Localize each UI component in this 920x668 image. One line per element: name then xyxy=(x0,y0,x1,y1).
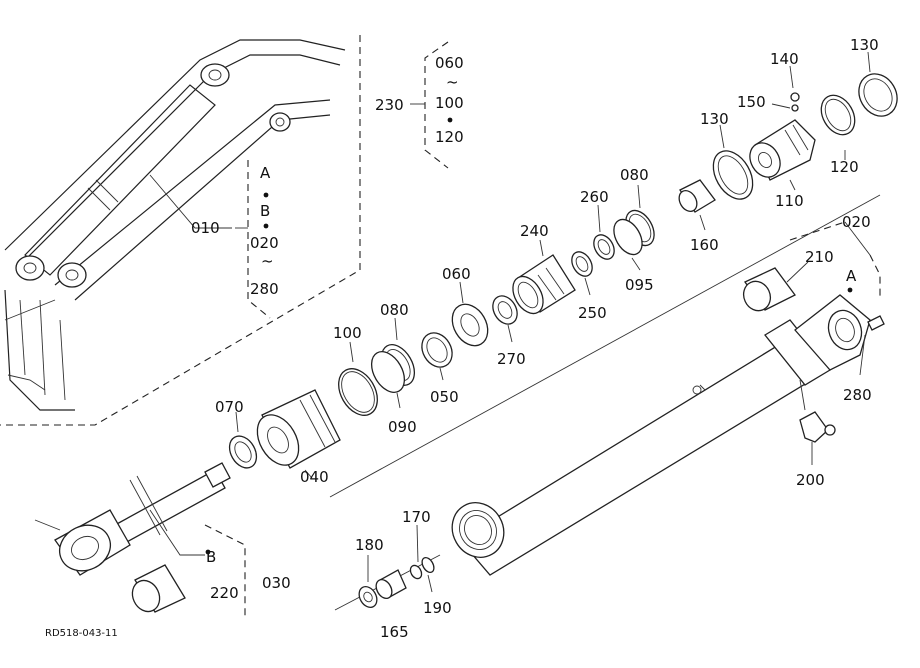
bushing-small xyxy=(375,569,407,599)
label-070: 070 xyxy=(215,398,244,416)
ring-050: 050 xyxy=(421,332,459,406)
bushing-210: 210 xyxy=(742,248,834,312)
rings-080-090: 080 090 xyxy=(370,301,417,436)
dot xyxy=(847,287,853,293)
group-230-mid: 100 xyxy=(435,94,464,112)
bushing-240: 240 xyxy=(512,222,576,315)
bushing-220: 220 030 xyxy=(131,524,291,620)
group-010-bracket: 010 A B 020 ~ 280 xyxy=(191,160,279,319)
label-040: 040 xyxy=(300,468,329,486)
label-050: 050 xyxy=(430,388,459,406)
group-010-tilde: ~ xyxy=(261,252,274,270)
rings-170-190: 170 190 xyxy=(402,508,452,617)
group-230-from: 060 xyxy=(435,54,464,72)
fitting-200: 200 xyxy=(796,379,836,489)
group-230-id: 230 xyxy=(375,96,404,114)
ring-130-right: 130 xyxy=(850,36,898,117)
ring-260: 260 xyxy=(580,188,615,260)
label-170: 170 xyxy=(402,508,431,526)
grease-cap-140-150: 140 150 xyxy=(737,50,800,112)
label-150: 150 xyxy=(737,93,766,111)
label-130-right: 130 xyxy=(850,36,879,54)
reference-code: RD518-043-11 xyxy=(45,628,118,639)
collar-160: 160 xyxy=(678,179,719,254)
label-240: 240 xyxy=(520,222,549,240)
explosion-axis xyxy=(329,194,881,498)
grease-nipple-280: 280 xyxy=(843,315,885,404)
label-260: 260 xyxy=(580,188,609,206)
label-030: 030 xyxy=(262,574,291,592)
label-090: 090 xyxy=(388,418,417,436)
label-210: 210 xyxy=(805,248,834,266)
dot xyxy=(205,549,211,555)
label-130-left: 130 xyxy=(700,110,729,128)
mark-b-rod: B xyxy=(206,548,216,566)
ring-130-left: 130 xyxy=(700,110,754,200)
group-020-bracket: 020 xyxy=(789,213,881,300)
label-120: 120 xyxy=(830,158,859,176)
dot xyxy=(263,223,269,229)
label-200: 200 xyxy=(796,471,825,489)
label-020: 020 xyxy=(842,213,871,231)
group-010-from: 020 xyxy=(250,234,279,252)
label-250: 250 xyxy=(578,304,607,322)
dot xyxy=(447,117,453,123)
ring-270: 270 xyxy=(492,295,526,368)
group-010-to: 280 xyxy=(250,280,279,298)
label-010: 010 xyxy=(191,219,220,237)
label-080-lower: 080 xyxy=(380,301,409,319)
group-230-to: 120 xyxy=(435,128,464,146)
label-165: 165 xyxy=(380,623,409,641)
label-080-upper: 080 xyxy=(620,166,649,184)
label-095: 095 xyxy=(625,276,654,294)
label-060: 060 xyxy=(442,265,471,283)
oring-100: 100 xyxy=(333,324,378,416)
ring-120: 120 xyxy=(820,94,859,176)
mark-a-020: A xyxy=(846,267,857,285)
group-010-a: A xyxy=(260,164,271,182)
piston-110: 110 xyxy=(749,119,816,210)
cylinder-head-040: 040 xyxy=(256,389,341,486)
label-110: 110 xyxy=(775,192,804,210)
label-220: 220 xyxy=(210,584,239,602)
label-190: 190 xyxy=(423,599,452,617)
rings-080-095: 080 095 xyxy=(613,166,655,294)
label-160: 160 xyxy=(690,236,719,254)
washer-180: 180 xyxy=(355,536,384,608)
label-280: 280 xyxy=(843,386,872,404)
piston-rod-030: B xyxy=(34,462,231,576)
label-180: 180 xyxy=(355,536,384,554)
ring-060: 060 xyxy=(442,265,489,347)
group-230-tilde: ~ xyxy=(446,73,459,91)
label-100: 100 xyxy=(333,324,362,342)
label-270: 270 xyxy=(497,350,526,368)
dot xyxy=(263,192,269,198)
boom-assembly-illustration xyxy=(0,35,361,426)
cylinder-tube-020 xyxy=(451,294,871,576)
label-140: 140 xyxy=(770,50,799,68)
ring-250: 250 xyxy=(571,251,607,322)
group-010-b: B xyxy=(260,202,270,220)
group-230-bracket: 230 060 ~ 100 120 xyxy=(375,41,464,169)
seal-070: 070 xyxy=(215,398,258,469)
